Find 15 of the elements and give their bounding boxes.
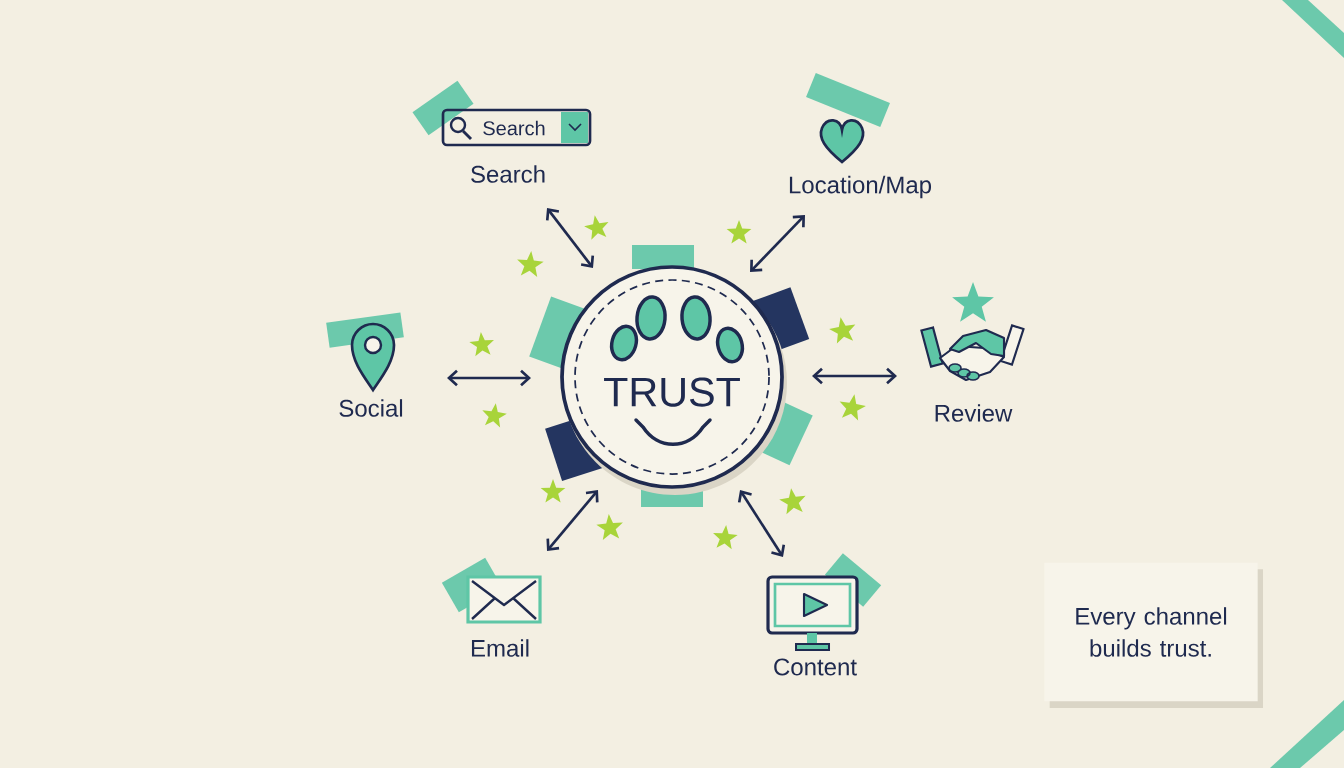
sticky-note: Every channel builds trust. [1044,562,1263,708]
arrow [545,208,595,268]
arrow [750,215,805,272]
arrow [737,490,786,557]
arrow [447,369,531,387]
trust-badge: TRUST [560,265,787,495]
channel-label: Review [935,404,1013,422]
channel-label: Email [471,639,529,657]
channel-label: Location/Map [789,175,932,199]
channel-label: Search [471,165,545,183]
arrow [546,490,599,551]
search-bar: Search [441,108,592,147]
channel-label: Content [774,658,857,676]
arrow [812,367,897,385]
channel-label: Social [339,399,403,417]
